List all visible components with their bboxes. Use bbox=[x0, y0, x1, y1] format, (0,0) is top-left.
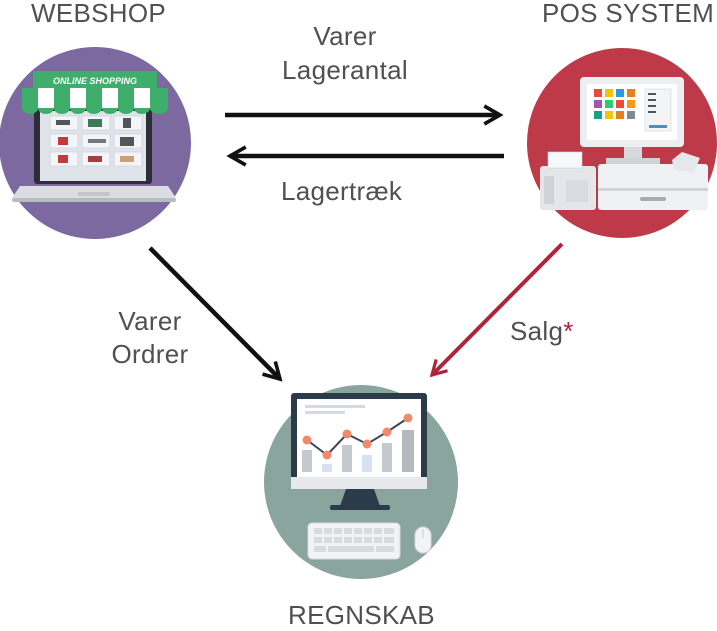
awning-text: ONLINE SHOPPING bbox=[53, 76, 137, 86]
pos-node bbox=[527, 48, 717, 238]
edge-label-webshop-to-accounting: Varer Ordrer bbox=[90, 305, 210, 371]
keyboard-icon bbox=[307, 522, 401, 560]
footnote-marker: * bbox=[563, 316, 574, 346]
mouse-icon bbox=[414, 526, 432, 554]
webshop-title: WEBSHOP bbox=[31, 0, 167, 28]
accounting-title: REGNSKAB bbox=[288, 600, 435, 630]
pos-title: POS SYSTEM bbox=[542, 0, 715, 28]
arrow-webshop-to-accounting bbox=[148, 246, 283, 382]
webshop-node: ONLINE SHOPPING bbox=[0, 47, 191, 239]
sales-label: Salg bbox=[510, 316, 564, 346]
arrow-pos-to-accounting bbox=[429, 242, 564, 378]
accounting-node bbox=[264, 385, 458, 579]
edge-label-line: Lagerantal bbox=[282, 55, 408, 85]
edge-label-line: Ordrer bbox=[111, 339, 189, 369]
edge-label-pos-to-webshop: Lagertræk bbox=[281, 176, 403, 206]
monitor-chart-icon bbox=[291, 393, 427, 510]
pos-terminal-icon bbox=[540, 77, 708, 210]
edge-label-line: Varer bbox=[313, 21, 377, 51]
edge-label-webshop-to-pos: Varer Lagerantal bbox=[240, 19, 450, 87]
edge-label-pos-to-accounting: Salg* bbox=[510, 316, 574, 347]
edge-label-line: Varer bbox=[118, 306, 182, 336]
laptop-icon: ONLINE SHOPPING bbox=[12, 71, 176, 202]
